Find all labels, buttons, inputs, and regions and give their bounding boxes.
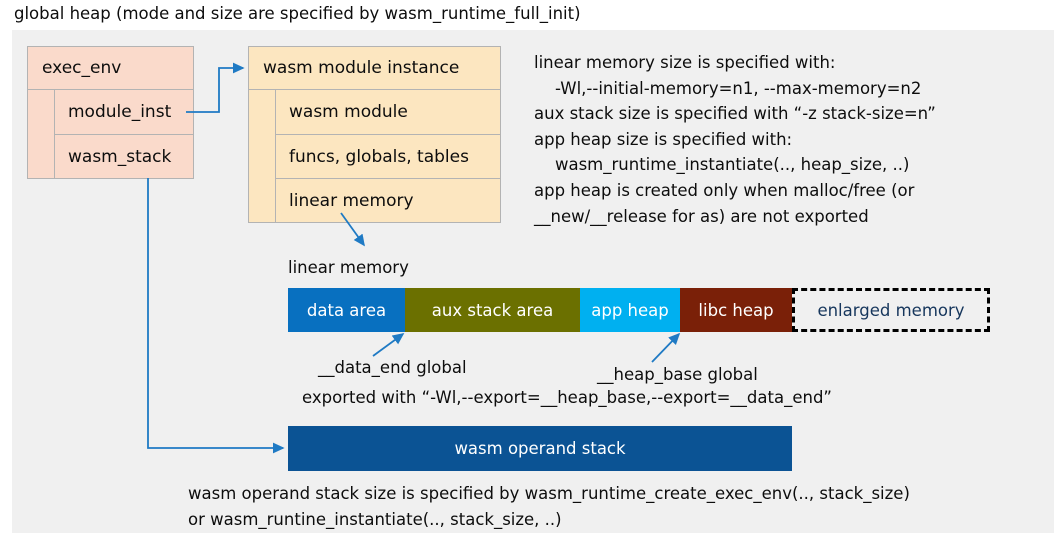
memory-segment-enlarged-memory: enlarged memory [792,288,990,332]
exec-env-body: module_inst wasm_stack [27,90,194,179]
exec-env-header: exec_env [27,46,194,90]
memory-segment-aux-stack-area: aux stack area [405,288,580,332]
field-linear-memory: linear memory [276,178,500,222]
exec-env-rows: module_inst wasm_stack [55,90,193,178]
memory-segment-app-heap: app heap [580,288,680,332]
exec-env-field-wasm-stack: wasm_stack [55,134,193,178]
field-funcs-globals-tables: funcs, globals, tables [276,134,500,178]
memory-segment-libc-heap: libc heap [680,288,792,332]
annotation-exported: exported with “-Wl,--export=__heap_base,… [302,388,832,407]
wasm-module-instance-box: wasm module instance wasm module funcs, … [248,46,501,223]
exec-env-field-module-inst: module_inst [68,102,172,122]
wasm-module-instance-gutter [249,90,276,222]
notes-text: linear memory size is specified with: -W… [534,53,936,226]
wasm-operand-stack-bar: wasm operand stack [288,426,792,471]
memory-segment-data-area: data area [288,288,405,332]
page-title: global heap (mode and size are specified… [14,4,581,23]
linear-memory-label: linear memory [288,258,409,277]
annotation-data-end: __data_end global [318,358,467,377]
caption-text: wasm operand stack size is specified by … [188,484,910,529]
field-wasm-module: wasm module [289,102,408,122]
exec-env-box: exec_env module_inst wasm_stack [27,46,194,179]
wasm-module-instance-body: wasm module funcs, globals, tables linea… [248,90,501,223]
exec-env-gutter [28,90,55,178]
wasm-module-instance-rows: wasm module funcs, globals, tables linea… [276,90,500,222]
annotation-heap-base: __heap_base global [597,365,758,384]
wasm-module-instance-header: wasm module instance [248,46,501,90]
